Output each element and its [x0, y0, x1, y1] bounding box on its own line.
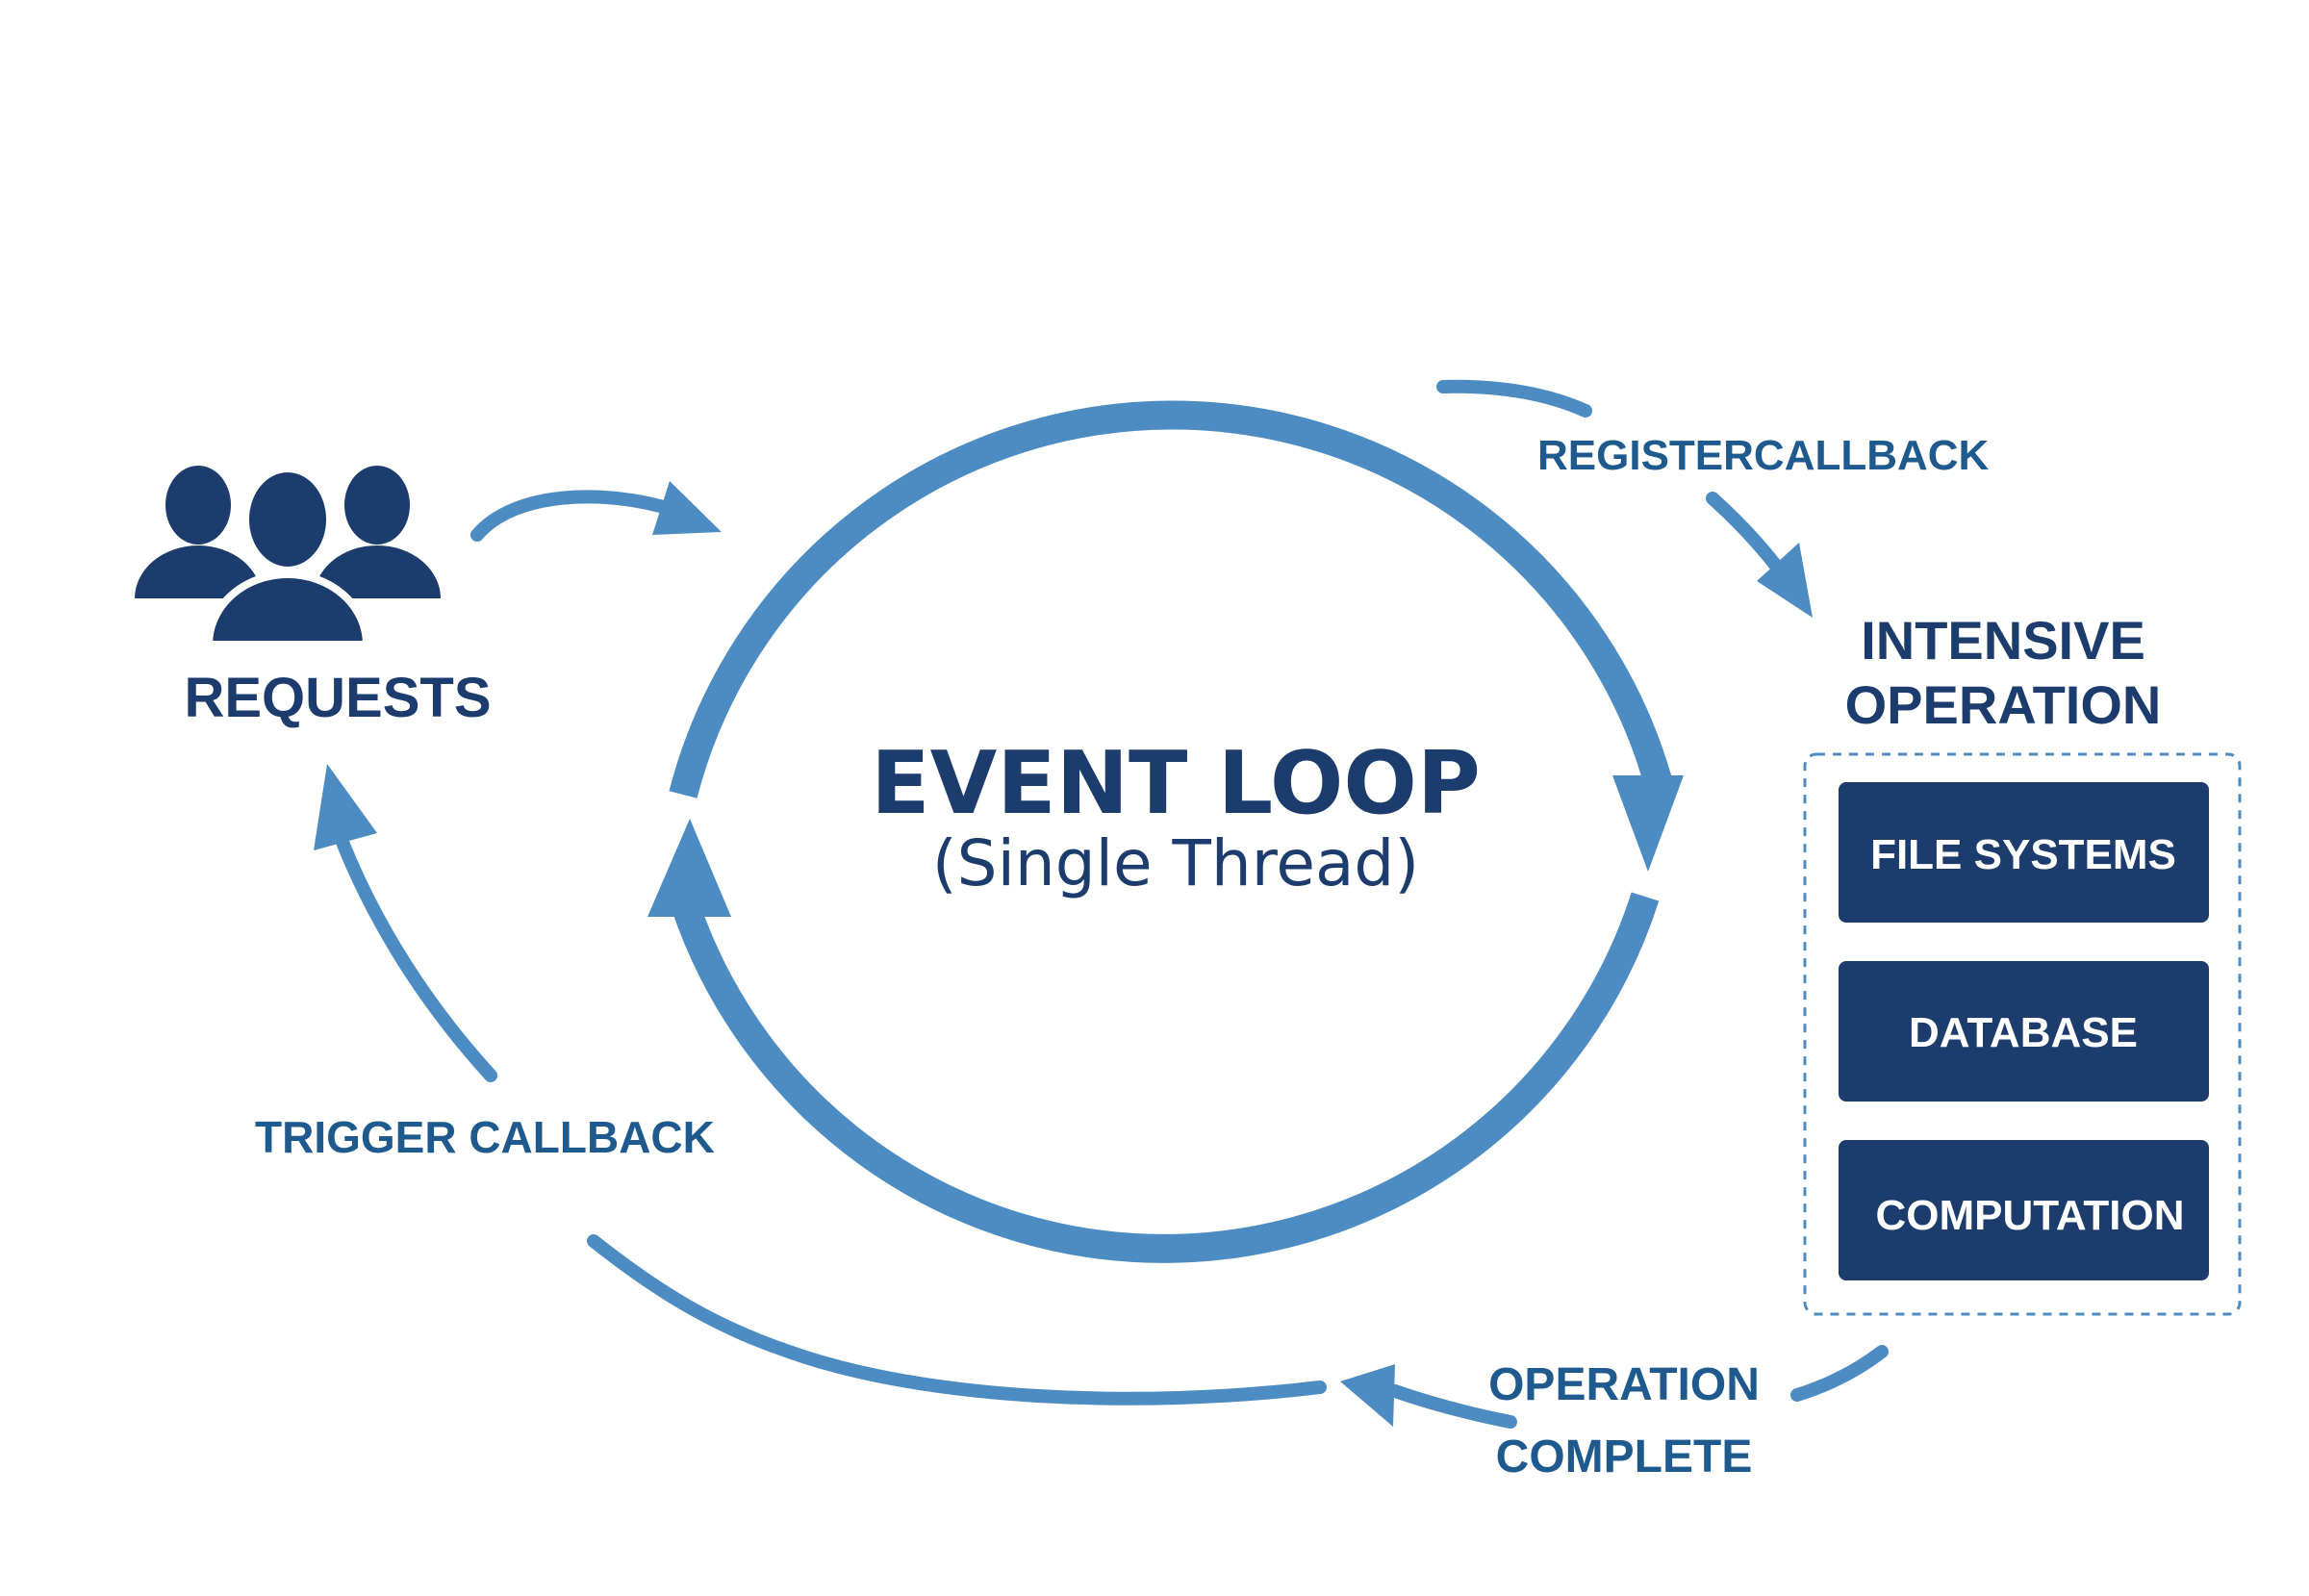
intensive-operation-title-line2: OPERATION — [1845, 674, 2162, 735]
trigger-callback-arrow-bottom-end — [588, 1183, 616, 1241]
trigger-callback-label: TRIGGER CALLBACK — [255, 1112, 715, 1162]
database-label: DATABASE — [1909, 1009, 2138, 1056]
register-callback-arrowhead — [1757, 543, 1813, 618]
event-loop-title: EVENT LOOP — [871, 733, 1481, 834]
requests-label: REQUESTS — [184, 667, 491, 729]
requests-to-loop-arrowhead — [652, 481, 722, 535]
register-callback-label: REGISTERCALLBACK — [1537, 432, 1990, 479]
trigger-callback-arrow-bottom — [587, 1234, 1327, 1406]
file-systems-box — [1839, 782, 2209, 923]
event-loop-arc-top — [669, 400, 1675, 798]
operation-complete-arrow-left — [1388, 1384, 1517, 1429]
event-loop-arrowhead-left — [647, 819, 731, 917]
trigger-callback-arrowhead — [314, 764, 377, 850]
file-systems-label: FILE SYSTEMS — [1870, 831, 2176, 878]
register-callback-arrow-top — [1436, 379, 1592, 418]
event-loop-arrowhead-right — [1612, 775, 1684, 872]
operation-complete-arrow-right — [1790, 1345, 1889, 1402]
database-box — [1839, 961, 2209, 1102]
operation-complete-label-line2: COMPLETE — [1496, 1431, 1753, 1482]
event-loop-subtitle: (Single Thread) — [932, 826, 1419, 900]
event-loop-arc-bottom — [671, 892, 1660, 1263]
requests-to-loop-arrow — [470, 490, 680, 542]
operation-complete-label-line1: OPERATION — [1488, 1359, 1760, 1410]
intensive-operation-title-line1: INTENSIVE — [1861, 610, 2145, 671]
operation-complete-arrowhead — [1340, 1364, 1395, 1427]
computation-label: COMPUTATION — [1876, 1192, 2185, 1239]
computation-box — [1839, 1140, 2209, 1280]
users-icon — [135, 465, 441, 648]
trigger-callback-arrow-top — [330, 821, 497, 1082]
